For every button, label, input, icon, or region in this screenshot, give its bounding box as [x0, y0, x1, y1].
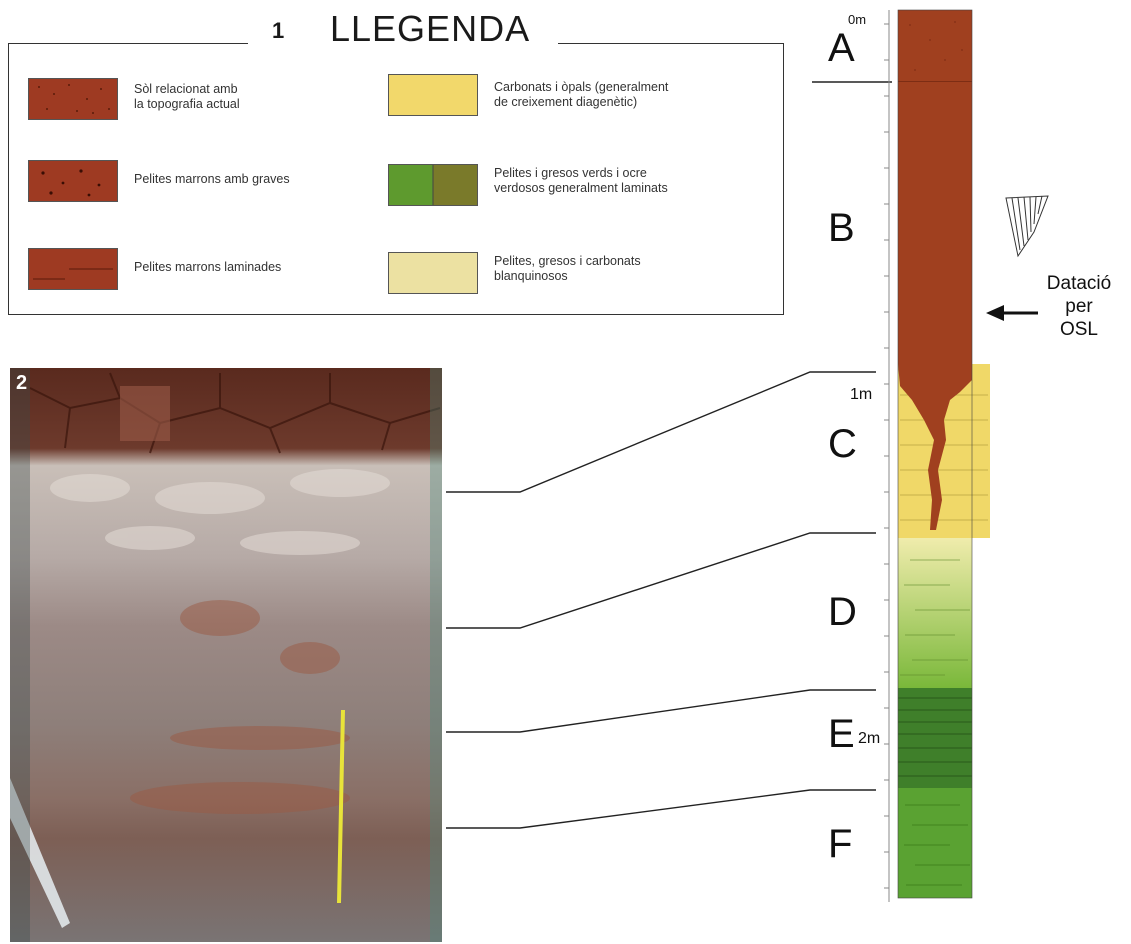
unit-label-d: D — [828, 590, 857, 635]
unit-label-e: E — [828, 712, 855, 757]
correlation-line-f — [446, 790, 876, 828]
depth-label-0m: 0m — [848, 12, 866, 27]
correlation-line-c — [446, 372, 876, 492]
depth-label-1m: 1m — [850, 386, 872, 404]
correlation-line-e — [446, 690, 876, 732]
depth-label-2m: 2m — [858, 730, 880, 748]
depth-axis — [884, 10, 889, 902]
shell-symbol — [1006, 196, 1048, 256]
correlation-lines — [446, 82, 892, 828]
unit-label-f: F — [828, 822, 852, 867]
unit-label-a: A — [828, 26, 855, 71]
osl-dating-label: Datació per OSL — [1034, 272, 1124, 341]
unit-label-c: C — [828, 422, 857, 467]
unit-label-b: B — [828, 206, 855, 251]
unit-d-block — [898, 538, 972, 688]
correlation-line-d — [446, 533, 876, 628]
osl-arrow — [986, 305, 1038, 321]
unit-a-block — [898, 10, 972, 82]
unit-f-block — [898, 788, 972, 898]
unit-b-block — [898, 82, 972, 364]
unit-e-block — [898, 688, 972, 788]
